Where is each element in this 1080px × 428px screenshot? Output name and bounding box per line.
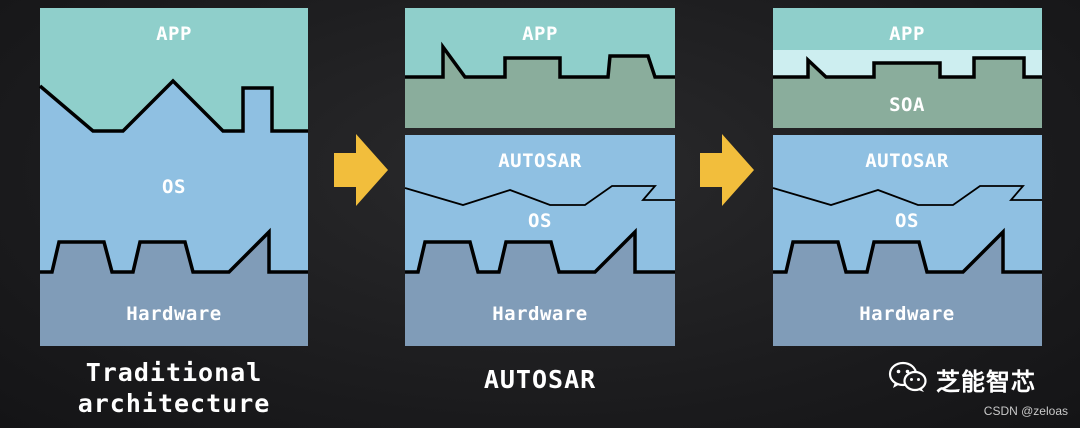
watermark-site: CSDN @zeloas xyxy=(983,404,1068,418)
watermark-text: 芝能智芯 xyxy=(936,367,1036,396)
arrow-right-icon xyxy=(700,134,754,206)
app-interface-boundary xyxy=(405,41,675,79)
os-label: OS xyxy=(528,210,552,232)
app-layer xyxy=(773,8,1042,50)
app-label: APP xyxy=(522,23,558,45)
os-hardware-boundary xyxy=(405,227,675,274)
os-hardware-boundary xyxy=(773,227,1042,274)
app-os-boundary xyxy=(38,78,308,133)
panel-soa xyxy=(772,8,1042,346)
panel-autosar xyxy=(404,8,675,346)
panel-traditional xyxy=(38,8,308,346)
hardware-label: Hardware xyxy=(492,303,588,325)
app-soa-boundary xyxy=(773,55,1042,79)
hardware-label: Hardware xyxy=(859,303,955,325)
autosar-os-boundary xyxy=(404,185,675,206)
wechat-icon xyxy=(888,361,928,397)
soa-layer xyxy=(773,58,1042,128)
watermark: 芝能智芯 xyxy=(888,361,1036,397)
caption-traditional: Traditional architecture xyxy=(77,358,271,418)
arrow-right-icon xyxy=(334,134,388,206)
os-layer xyxy=(40,81,308,275)
os-hardware-boundary xyxy=(40,227,308,274)
app-interface-layer xyxy=(405,47,675,128)
autosar-os-boundary xyxy=(772,185,1042,206)
autosar-label: AUTOSAR xyxy=(498,150,582,172)
soa-label: SOA xyxy=(889,94,925,116)
os-label: OS xyxy=(162,176,186,198)
hardware-label: Hardware xyxy=(126,303,222,325)
os-label: OS xyxy=(895,210,919,232)
autosar-label: AUTOSAR xyxy=(865,150,949,172)
caption-autosar: AUTOSAR xyxy=(483,365,597,394)
app-label: APP xyxy=(889,23,925,45)
app-label: APP xyxy=(156,23,192,45)
